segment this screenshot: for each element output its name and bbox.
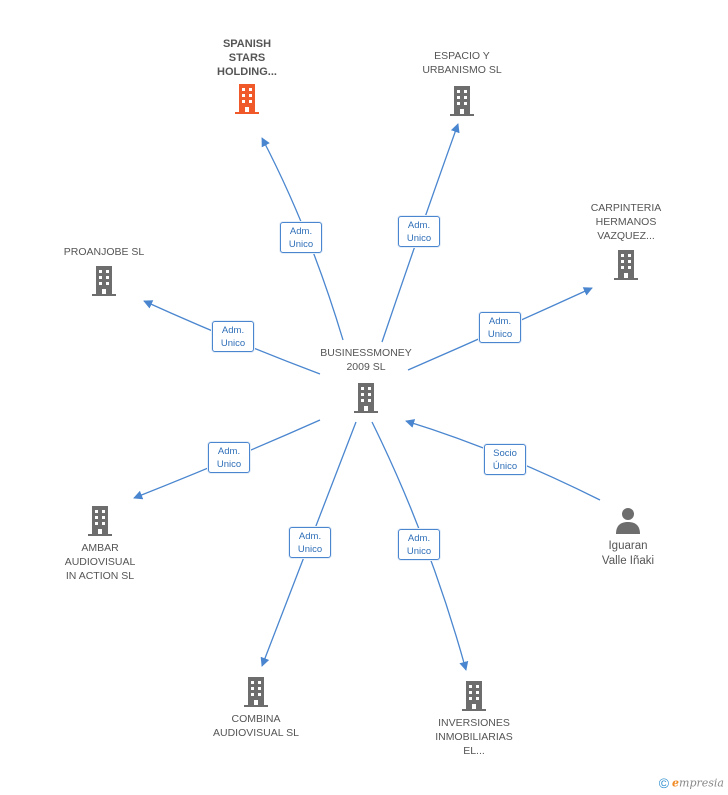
- node-iguaran-valle[interactable]: Iguaran Valle Iñaki: [586, 505, 670, 569]
- node-label: PROANJOBE SL: [63, 246, 145, 258]
- relation-badge-inversiones[interactable]: Adm. Unico: [398, 529, 440, 560]
- relation-badge-espacio[interactable]: Adm. Unico: [398, 216, 440, 247]
- relation-badge-combina[interactable]: Adm. Unico: [289, 527, 331, 558]
- building-icon: [354, 383, 378, 413]
- node-label: Iguaran Valle Iñaki: [601, 540, 655, 567]
- node-label: ESPACIO Y URBANISMO SL: [422, 50, 502, 76]
- empresia-logo: empresia: [672, 776, 724, 790]
- node-proanjobe[interactable]: PROANJOBE SL: [54, 245, 154, 297]
- node-businessmoney-center[interactable]: BUSINESSMONEY 2009 SL: [306, 346, 426, 414]
- node-espacio-urbanismo[interactable]: ESPACIO Y URBANISMO SL: [412, 49, 512, 117]
- node-label: COMBINA AUDIOVISUAL SL: [213, 713, 299, 739]
- building-icon: [450, 86, 474, 116]
- relation-badge-iguaran[interactable]: Socio Único: [484, 444, 526, 475]
- node-carpinteria-hermanos[interactable]: CARPINTERIA HERMANOS VAZQUEZ...: [576, 201, 676, 281]
- node-spanish-stars-holding[interactable]: SPANISH STARS HOLDING...: [206, 37, 288, 115]
- copyright-icon: ©: [658, 775, 670, 791]
- node-ambar-audiovisual[interactable]: AMBAR AUDIOVISUAL IN ACTION SL: [50, 503, 150, 583]
- building-icon: [92, 266, 116, 296]
- building-icon: [614, 250, 638, 280]
- building-icon: [88, 506, 112, 536]
- node-label: AMBAR AUDIOVISUAL IN ACTION SL: [64, 542, 136, 582]
- relation-badge-carpinteria[interactable]: Adm. Unico: [479, 312, 521, 343]
- node-label: BUSINESSMONEY 2009 SL: [320, 347, 412, 373]
- footer-brand: ©empresia: [659, 775, 724, 791]
- relation-badge-ambar[interactable]: Adm. Unico: [208, 442, 250, 473]
- node-label: SPANISH STARS HOLDING...: [217, 38, 277, 78]
- node-combina-audiovisual[interactable]: COMBINA AUDIOVISUAL SL: [206, 674, 306, 740]
- building-icon: [244, 677, 268, 707]
- person-icon: [616, 508, 640, 534]
- building-icon: [235, 84, 259, 114]
- node-label: CARPINTERIA HERMANOS VAZQUEZ...: [590, 202, 662, 242]
- building-icon: [462, 681, 486, 711]
- relation-badge-spanish[interactable]: Adm. Unico: [280, 222, 322, 253]
- node-label: INVERSIONES INMOBILIARIAS EL...: [435, 717, 513, 757]
- node-inversiones-inmobiliarias[interactable]: INVERSIONES INMOBILIARIAS EL...: [422, 678, 526, 758]
- relation-badge-proanjobe[interactable]: Adm. Unico: [212, 321, 254, 352]
